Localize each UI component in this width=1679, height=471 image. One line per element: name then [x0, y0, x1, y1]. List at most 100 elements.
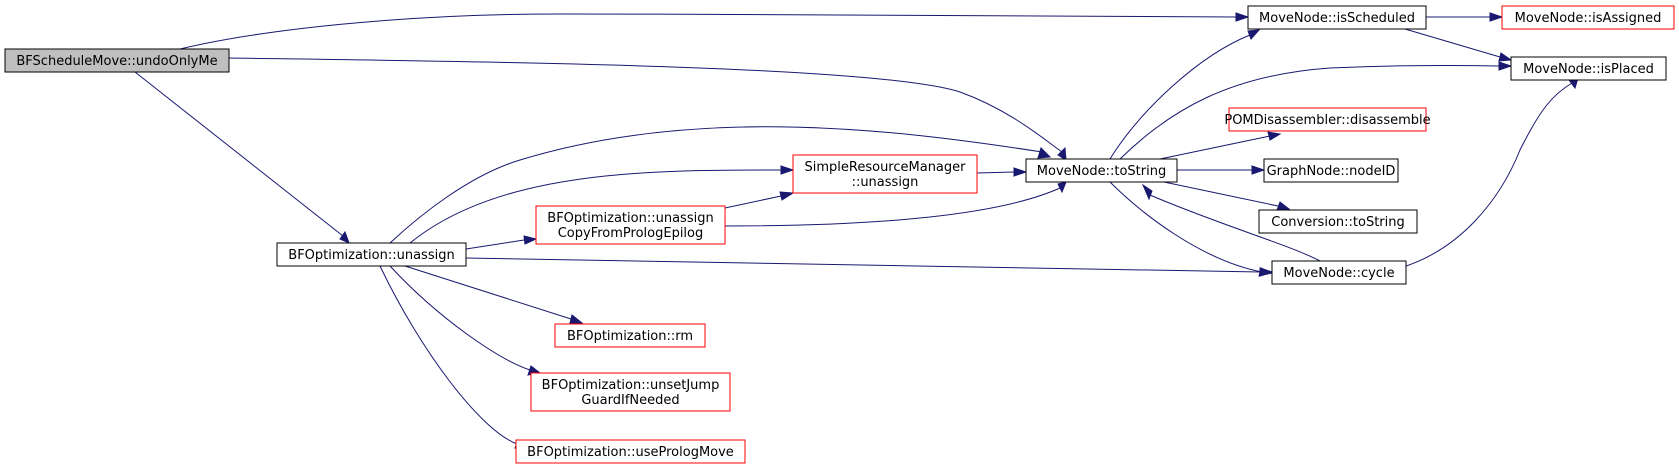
edge-arrowhead [780, 165, 795, 175]
edge-arrowhead [1057, 181, 1067, 194]
edge-line [1119, 64, 1500, 160]
edge-srmUnassign-to-toString [976, 167, 1028, 177]
edge-line [1399, 82, 1573, 269]
nodes-layer: BFScheduleMove::undoOnlyMeBFOptimization… [4, 5, 1675, 464]
node-label: BFOptimization::usePrologMove [527, 445, 734, 460]
edge-arrowhead [1057, 146, 1067, 161]
edge-line [179, 13, 1237, 50]
node-unassign[interactable]: BFOptimization::unassign [276, 242, 467, 267]
node-label: ::unassign [852, 175, 919, 190]
node-label: MoveNode::isScheduled [1259, 11, 1415, 26]
node-box [1025, 158, 1178, 183]
edge-copyFromProlog-to-srmUnassign [724, 191, 795, 209]
node-isScheduled[interactable]: MoveNode::isScheduled [1247, 5, 1427, 30]
node-convToString[interactable]: Conversion::toString [1258, 209, 1418, 234]
node-usePrologMove[interactable]: BFOptimization::usePrologMove [515, 439, 746, 464]
edge-line [465, 239, 525, 250]
edge-line [1159, 135, 1271, 160]
node-label: BFScheduleMove::undoOnlyMe [16, 54, 217, 69]
edge-arrowhead [339, 230, 350, 244]
edge-line [1109, 34, 1251, 160]
node-isAssigned[interactable]: MoveNode::isAssigned [1501, 5, 1675, 30]
edge-arrowhead [1013, 167, 1028, 177]
edge-isScheduled-to-isAssigned [1426, 12, 1504, 22]
node-label: MoveNode::toString [1037, 164, 1166, 179]
node-label: Conversion::toString [1271, 215, 1405, 230]
edge-line [724, 187, 1061, 227]
node-isPlaced[interactable]: MoveNode::isPlaced [1510, 56, 1667, 81]
node-box [1228, 107, 1427, 132]
node-box [1263, 158, 1399, 183]
edge-line [389, 265, 531, 371]
edge-unassign-to-usePrologMove [379, 265, 529, 449]
node-toString[interactable]: MoveNode::toString [1025, 158, 1178, 183]
node-box [1271, 260, 1407, 285]
edge-cycle-to-isPlaced [1399, 77, 1579, 269]
node-label: GraphNode::nodeID [1267, 164, 1396, 179]
edge-unassign-to-toString [389, 126, 1052, 244]
edge-line [1163, 181, 1279, 207]
node-box [276, 242, 467, 267]
node-box [1510, 56, 1667, 81]
node-box [1501, 5, 1675, 30]
node-undoOnlyMe: BFScheduleMove::undoOnlyMe [4, 48, 230, 73]
edge-line [228, 57, 1063, 153]
edge-line [976, 171, 1015, 174]
node-cycle[interactable]: MoveNode::cycle [1271, 260, 1407, 285]
edge-arrowhead [1235, 12, 1250, 22]
edge-line [465, 257, 1261, 273]
node-box [4, 48, 230, 73]
node-box [1258, 209, 1418, 234]
edge-line [404, 265, 572, 320]
node-label: BFOptimization::unsetJump [542, 378, 720, 393]
node-label: GuardIfNeeded [581, 393, 679, 408]
node-box [515, 439, 746, 464]
edge-cycle-to-toString [1141, 183, 1321, 262]
edge-line [1149, 194, 1321, 262]
edge-toString-to-isScheduled [1109, 29, 1261, 160]
edge-line [724, 195, 782, 209]
edge-toString-to-convToString [1163, 181, 1291, 211]
edge-undoOnlyMe-to-isScheduled [179, 12, 1250, 50]
edge-toString-to-nodeID [1177, 165, 1266, 175]
node-box [530, 372, 731, 412]
node-rm[interactable]: BFOptimization::rm [554, 323, 706, 348]
node-label: CopyFromPrologEpilog [558, 226, 704, 241]
edge-line [389, 126, 1043, 244]
edge-line [1109, 181, 1263, 273]
node-label: MoveNode::isPlaced [1523, 62, 1654, 77]
edge-undoOnlyMe-to-unassign [134, 71, 350, 244]
edge-arrowhead [1276, 201, 1291, 211]
edge-isScheduled-to-isPlaced [1404, 28, 1513, 62]
node-nodeID[interactable]: GraphNode::nodeID [1263, 158, 1399, 183]
edge-arrowhead [1498, 52, 1513, 62]
node-label: BFOptimization::unassign [547, 211, 713, 226]
edge-arrowhead [1141, 183, 1153, 201]
node-box [1247, 5, 1427, 30]
edge-line [1404, 28, 1501, 58]
edge-arrowhead [1251, 165, 1266, 175]
edge-toString-to-disassemble [1159, 131, 1282, 160]
edge-arrowhead [779, 191, 795, 201]
edge-arrowhead [1037, 147, 1052, 159]
edge-undoOnlyMe-to-toString [228, 57, 1067, 161]
edge-arrowhead [1489, 12, 1504, 22]
edge-unassign-to-rm [404, 265, 584, 324]
node-box [554, 323, 706, 348]
node-box [792, 154, 978, 194]
node-srmUnassign[interactable]: SimpleResourceManager::unassign [792, 154, 978, 194]
edge-arrowhead [1498, 61, 1513, 71]
node-copyFromProlog[interactable]: BFOptimization::unassignCopyFromPrologEp… [535, 205, 726, 245]
edge-arrowhead [1258, 267, 1274, 277]
node-label: SimpleResourceManager [805, 160, 967, 175]
edge-copyFromProlog-to-toString [724, 181, 1067, 227]
edge-unassign-to-unsetJump [389, 265, 542, 376]
node-label: BFOptimization::rm [567, 329, 693, 344]
node-disassemble[interactable]: POMDisassembler::disassemble [1224, 107, 1431, 132]
edge-arrowhead [569, 314, 584, 324]
edge-line [134, 71, 344, 237]
edge-unassign-to-copyFromProlog [465, 235, 538, 250]
edge-arrowhead [523, 235, 538, 245]
